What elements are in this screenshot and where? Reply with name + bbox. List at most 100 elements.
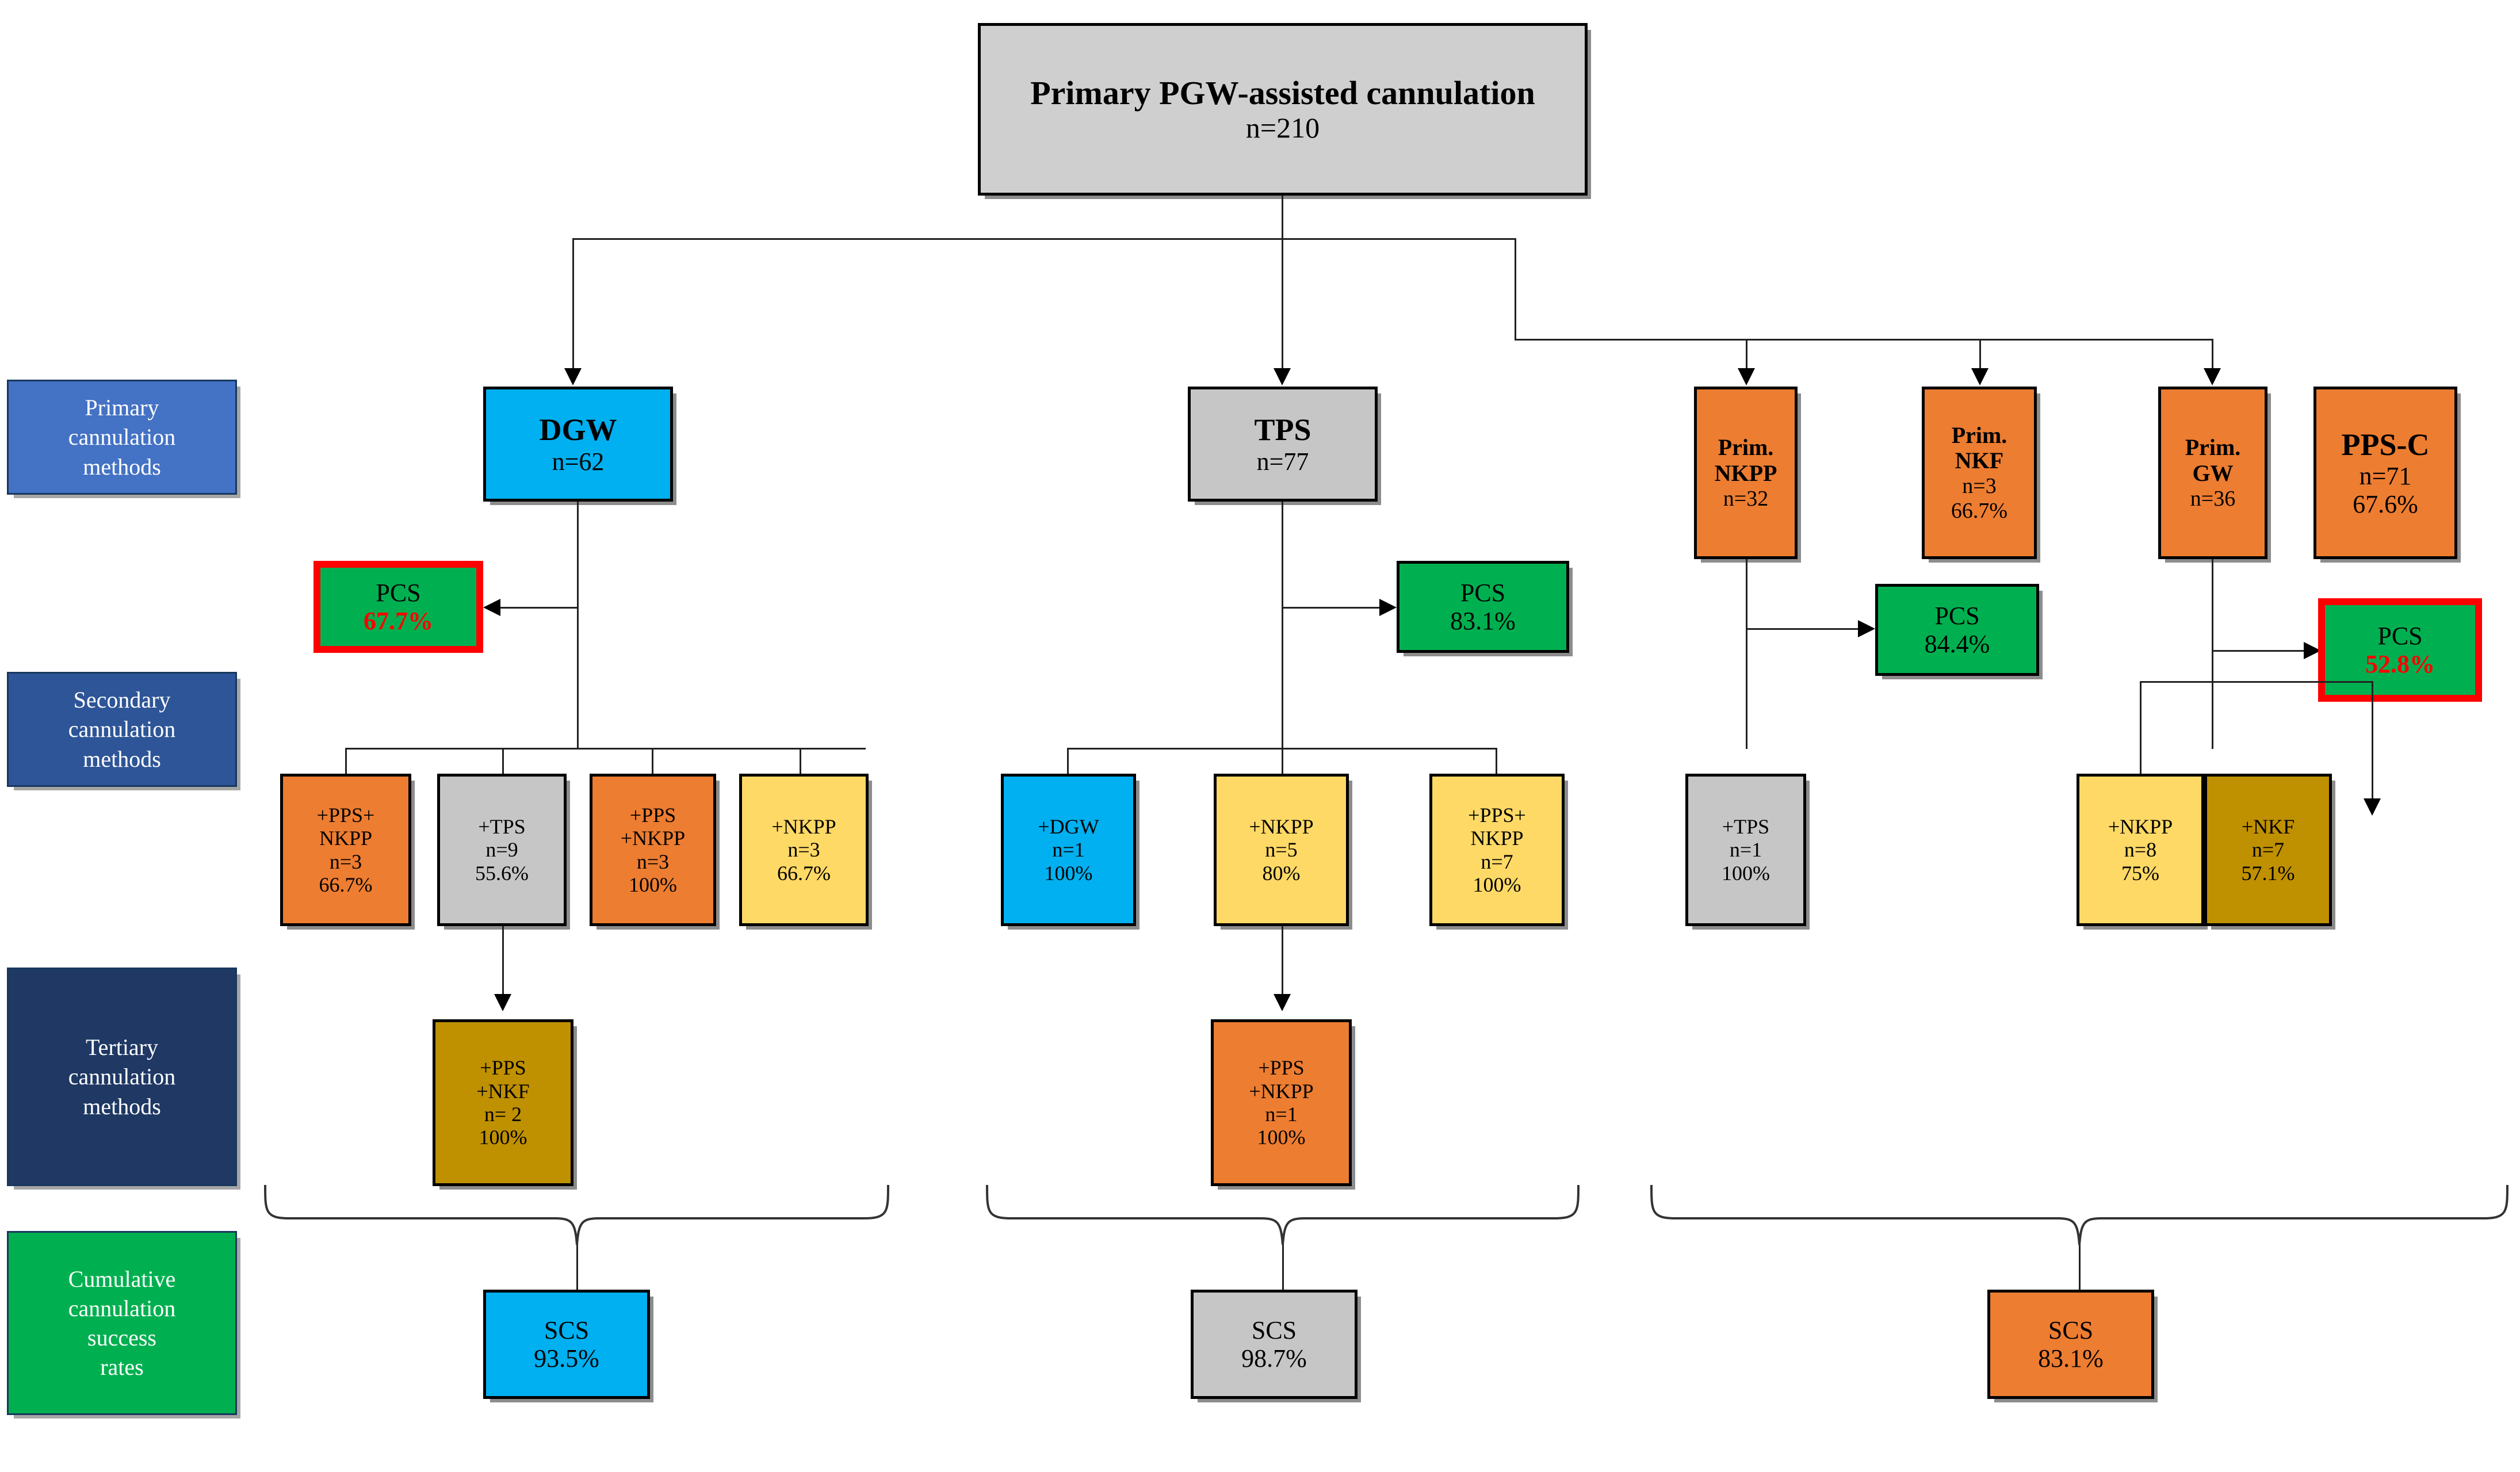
node-sec-nkpp-c: +NKPP n=8 75% — [2077, 774, 2204, 926]
node-count: n=3 — [787, 838, 820, 862]
node-sec-pps-nkpp-a: +PPS+ NKPP n=3 66.7% — [280, 774, 411, 926]
node-title: +PPS +NKF — [476, 1056, 530, 1103]
arrow-to-prim-nkpp — [1738, 368, 1755, 385]
node-title: +TPS — [1722, 815, 1770, 839]
node-prim-nkpp: Prim. NKPP n=32 — [1694, 387, 1798, 559]
legend-cumulative-success-rates: Cumulative cannulation success rates — [7, 1231, 237, 1415]
node-percent: 80% — [1262, 861, 1301, 885]
node-count: n=9 — [485, 838, 518, 862]
node-ter-pps-nkpp: +PPS +NKPP n=1 100% — [1211, 1019, 1352, 1186]
node-title: +PPS+ NKPP — [1468, 803, 1526, 850]
node-sec-nkpp-a: +NKPP n=3 66.7% — [739, 774, 869, 926]
node-sec-pps-nkpp-b: +PPS +NKPP n=3 100% — [590, 774, 716, 926]
node-title: +NKPP — [2108, 815, 2173, 839]
arrow-to-tps — [1274, 368, 1291, 385]
node-title: +PPS+ NKPP — [316, 803, 375, 850]
connector-prim-nkpp-to-pcs — [1746, 628, 1858, 630]
node-percent: 100% — [629, 873, 677, 896]
connector-to-tps — [1282, 238, 1283, 370]
node-title: +PPS +NKPP — [620, 803, 686, 850]
node-sec-nkpp-b: +NKPP n=5 80% — [1214, 774, 1349, 926]
node-count: n=5 — [1265, 838, 1298, 862]
pcs-label: PCS — [2377, 621, 2423, 650]
connector-to-right-group — [1515, 238, 1516, 339]
pcs-percent: 83.1% — [1450, 607, 1516, 635]
connector-sec-nkpp-b-to-tertiary — [1282, 926, 1283, 998]
node-title: Prim. NKF — [1951, 422, 2007, 474]
connector-right-group-link — [1515, 339, 1747, 341]
legend-label: Cumulative cannulation success rates — [68, 1265, 176, 1381]
node-count: n=62 — [552, 447, 605, 476]
node-count: n=32 — [1723, 486, 1769, 511]
legend-tertiary-cannulation-methods: Tertiary cannulation methods — [7, 968, 237, 1186]
node-scs-right: SCS 83.1% — [1987, 1290, 2154, 1399]
pcs-label: PCS — [1460, 578, 1506, 607]
connector-dgw-stem — [577, 502, 579, 749]
node-percent: 100% — [1257, 1126, 1306, 1149]
pcs-percent: 84.4% — [1924, 630, 1990, 658]
arrow-to-pcs-tps — [1379, 599, 1397, 616]
node-percent: 66.7% — [1951, 498, 2008, 523]
node-count: n=3 — [329, 850, 362, 873]
node-title: +TPS — [478, 815, 526, 839]
node-sec-tps-b: +TPS n=1 100% — [1685, 774, 1806, 926]
node-scs-dgw: SCS 93.5% — [483, 1290, 650, 1399]
node-pps-c: PPS-C n=71 67.6% — [2313, 387, 2457, 559]
node-ter-pps-nkf: +PPS +NKF n= 2 100% — [433, 1019, 573, 1186]
root-count: n=210 — [1245, 112, 1320, 144]
node-count: n=7 — [2251, 838, 2285, 862]
node-count: n=1 — [1265, 1103, 1298, 1126]
connector-tps-to-pcs — [1282, 607, 1379, 609]
connector-to-prim-nkpp — [1746, 339, 1747, 370]
node-title: PPS-C — [2341, 427, 2430, 462]
scs-label: SCS — [544, 1316, 590, 1344]
arrow-to-pcs-nkpp — [1858, 620, 1875, 637]
connector-sec-tps-a-to-tertiary — [502, 926, 504, 998]
node-title: Prim. NKPP — [1714, 434, 1777, 486]
node-count: n=36 — [2190, 486, 2236, 511]
scs-label: SCS — [1251, 1316, 1297, 1344]
connector-tps-secondary-bar — [1067, 748, 1496, 750]
node-percent: 66.7% — [777, 861, 831, 885]
node-count: n=8 — [2124, 838, 2157, 862]
connector-brace-tps-to-scs — [1282, 1245, 1284, 1291]
connector-root-stem — [1282, 196, 1283, 239]
node-count: n=71 — [2359, 461, 2412, 490]
arrow-to-prim-gw — [2204, 368, 2221, 385]
root-title: Primary PGW-assisted cannulation — [1030, 74, 1535, 112]
node-title: Prim. GW — [2185, 434, 2241, 486]
node-percent: 100% — [479, 1126, 527, 1149]
node-title: +NKPP — [1249, 815, 1314, 839]
node-pcs-pps-c: PCS 52.8% — [2318, 598, 2482, 702]
connector-dgw-to-pcs — [500, 607, 578, 609]
node-percent: 66.7% — [319, 873, 373, 896]
arrow-to-prim-nkf — [1971, 368, 1989, 385]
connector-prim-gw-secondary-bar — [2140, 681, 2373, 683]
node-percent: 57.1% — [2241, 861, 2295, 885]
node-count: n=1 — [1729, 838, 1762, 862]
node-title: +NKPP — [771, 815, 836, 839]
connector-prim-nkpp-stem — [1746, 559, 1747, 749]
scs-label: SCS — [2048, 1316, 2094, 1344]
arrow-to-dgw — [564, 368, 582, 385]
node-title: +PPS +NKPP — [1249, 1056, 1314, 1103]
scs-percent: 83.1% — [2038, 1344, 2104, 1372]
node-pcs-nkpp: PCS 84.4% — [1875, 584, 2039, 676]
node-sec-tps-a: +TPS n=9 55.6% — [437, 774, 567, 926]
arrow-to-pcs-dgw — [483, 599, 500, 616]
node-sec-nkf: +NKF n=7 57.1% — [2204, 774, 2332, 926]
legend-label: Primary cannulation methods — [68, 395, 176, 480]
connector-prim-gw-to-pcs — [2212, 650, 2304, 652]
node-percent: 100% — [1044, 861, 1093, 885]
node-count: n=1 — [1052, 838, 1085, 862]
legend-label: Secondary cannulation methods — [68, 687, 176, 772]
node-tps: TPS n=77 — [1188, 387, 1378, 502]
legend-secondary-cannulation-methods: Secondary cannulation methods — [7, 672, 237, 787]
node-title: +NKF — [2241, 815, 2295, 839]
legend-primary-cannulation-methods: Primary cannulation methods — [7, 380, 237, 495]
node-pcs-tps: PCS 83.1% — [1397, 561, 1569, 653]
connector-dgw-secondary-bar — [345, 748, 866, 750]
arrow-sec-nkf — [2364, 798, 2381, 816]
node-count: n=77 — [1256, 447, 1309, 476]
